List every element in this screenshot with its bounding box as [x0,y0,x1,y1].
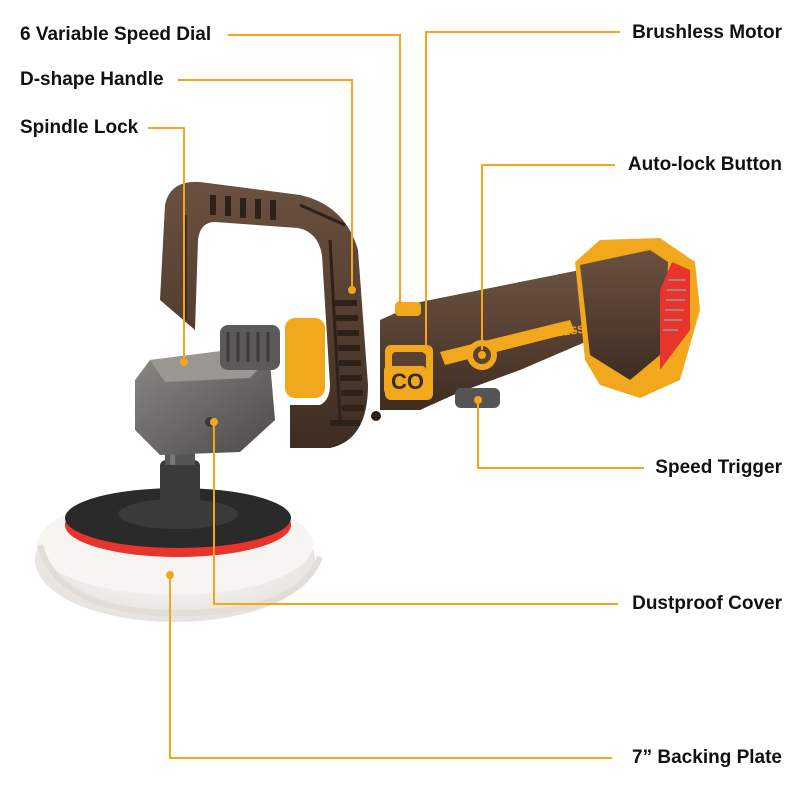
leader-brushless-motor [425,31,620,350]
gearbox-head [135,325,280,455]
label-speed-trigger: Speed Trigger [655,457,782,478]
leader-d-handle [178,79,353,290]
leader-spindle-lock [148,127,185,362]
label-speed-dial: 6 Variable Speed Dial [20,24,212,45]
label-spindle-lock: Spindle Lock [20,117,139,138]
motor-collar [285,318,325,398]
battery-housing [575,238,700,398]
label-auto-lock: Auto-lock Button [627,154,782,175]
leader-backing-plate [169,575,612,759]
leader-speed-dial [228,34,401,305]
leader-dustproof-cover [213,422,618,605]
label-d-handle: D-shape Handle [20,69,164,90]
label-backing-plate: 7” Backing Plate [632,747,782,768]
leader-auto-lock [481,164,615,350]
leader-endpoints [166,286,486,579]
label-dustproof-cover: Dustproof Cover [632,593,782,614]
leader-lines [148,31,644,759]
leader-speed-trigger [477,400,644,469]
svg-text:CO: CO [391,369,424,394]
brand-logo: CO [384,366,426,394]
label-brushless-motor: Brushless Motor [632,22,782,43]
